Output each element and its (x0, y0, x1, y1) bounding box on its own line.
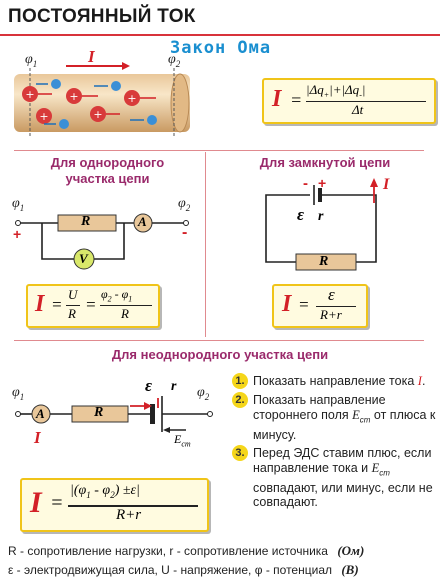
svg-text:+: + (69, 90, 78, 103)
inhomogeneous-ammeter-label: A (36, 406, 45, 421)
inhomogeneous-current-label: I (34, 428, 41, 447)
homogeneous-formula: I = U R = φ2 - φ1 R (26, 284, 160, 328)
positive-velocity-arrows (38, 93, 156, 115)
inhomogeneous-title: Для неоднородного участка цепи (111, 347, 329, 362)
terminal-1 (15, 220, 21, 226)
homogeneous-phi1: φ1 (12, 196, 25, 213)
terminal-2 (183, 220, 189, 226)
closed-formula: I = ε R+r (272, 284, 368, 328)
voltmeter (73, 248, 95, 270)
homogeneous-circuit (15, 213, 189, 270)
positive-charge (90, 106, 106, 122)
homogeneous-ammeter-label: A (138, 214, 147, 229)
header-divider (0, 34, 440, 36)
conductor-body (14, 74, 190, 132)
legend-emf: ε - электродвижущая сила, U - напряжение… (8, 562, 359, 577)
inhomogeneous-resistor-label: R (94, 405, 104, 420)
negative-charges (51, 79, 157, 129)
negative-charge (147, 115, 157, 125)
svg-text:+: + (127, 92, 136, 105)
inhomogeneous-formula: I = |(φ1 - φ2) ±ε| R+r (20, 478, 209, 532)
legend-resistance: R - сопротивление нагрузки, r - сопротив… (8, 543, 365, 558)
current-definition-formula: I = |Δq+|+|Δq-| Δt (262, 78, 436, 124)
homogeneous-plus: + (13, 226, 22, 242)
svg-text:+: + (39, 110, 48, 123)
step-3: 3. Перед ЭДС ставим плюс, если направлен… (232, 445, 437, 510)
svg-text:+: + (25, 88, 34, 101)
inhomogeneous-steps: 1. Показать направление тока I. 2. Показ… (232, 373, 437, 514)
battery-plate-short (318, 188, 322, 202)
inhomogeneous-circuit (15, 396, 213, 433)
positive-charge (124, 90, 140, 106)
svg-text:+: + (93, 108, 102, 121)
page-title: ПОСТОЯННЫЙ ТОК (8, 6, 196, 27)
emf-plate-short (150, 404, 155, 424)
positive-charge (22, 86, 38, 102)
positive-charges: + + + + + (22, 86, 140, 124)
law-title: Закон Ома (170, 38, 272, 58)
closed-internal-resistance-label: r (318, 209, 324, 224)
load-resistor (295, 253, 357, 271)
homogeneous-title: Для однородного участка цепи (50, 155, 165, 186)
conductor-current-label: I (88, 47, 95, 66)
closed-minus: - (303, 175, 308, 192)
homogeneous-phi2: φ2 (178, 196, 191, 213)
negative-charge (51, 79, 61, 89)
conductor-phi1: φ1 (25, 52, 38, 69)
inhomogeneous-ecm-label: Ecm (174, 432, 191, 449)
section-divider-vertical (205, 152, 206, 337)
negative-charge (111, 81, 121, 91)
current-arrow-head (122, 62, 130, 70)
closed-plus: + (318, 175, 327, 191)
closed-resistor-label: R (319, 254, 329, 269)
positive-charge (36, 108, 52, 124)
section-divider-top (14, 150, 424, 151)
conductor-phi2: φ2 (168, 52, 181, 69)
step-1: 1. Показать направление тока I. (232, 373, 437, 389)
negative-charge (59, 119, 69, 129)
closed-circuit-title: Для замкнутой цепи (259, 155, 391, 170)
section-divider-middle (14, 340, 424, 341)
inhomogeneous-emf-label: ε (145, 376, 152, 395)
homogeneous-resistor-label: R (81, 214, 91, 229)
negative-velocity-arrows (36, 83, 144, 125)
closed-emf-label: ε (297, 205, 304, 224)
inhomogeneous-phi2: φ2 (197, 385, 210, 402)
inhomogeneous-r-label: r (171, 379, 177, 394)
conductor-illustration: + + + + + (14, 62, 190, 138)
positive-charge (66, 88, 82, 104)
closed-circuit-diagram (265, 178, 378, 271)
closed-current-label: I (383, 176, 390, 193)
conductor-end (170, 73, 190, 133)
homogeneous-minus: - (182, 224, 188, 241)
inhomogeneous-phi1: φ1 (12, 385, 25, 402)
homogeneous-voltmeter-label: V (79, 251, 88, 266)
step-2: 2. Показать направление стороннего поля … (232, 392, 437, 442)
